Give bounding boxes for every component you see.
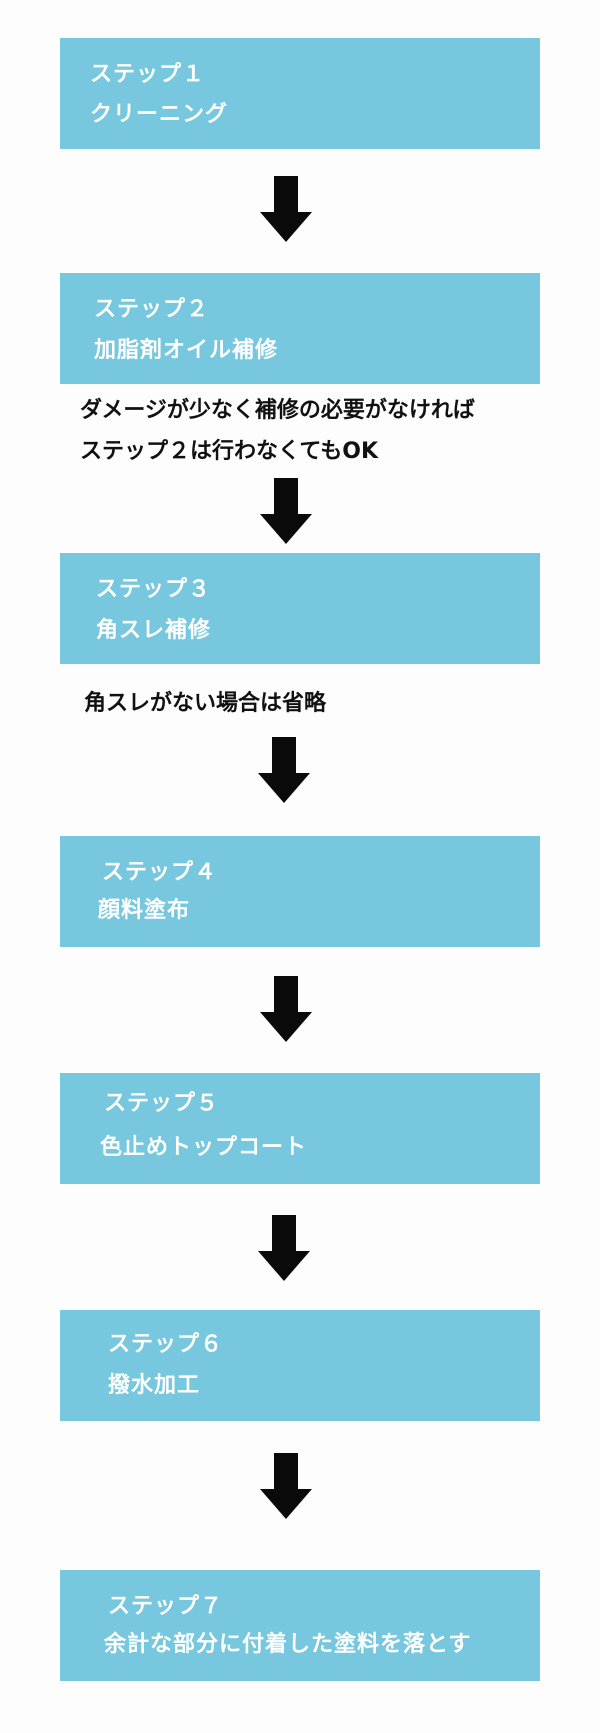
down-arrow-icon bbox=[260, 478, 312, 544]
step-3-box: ステップ３ 角スレ補修 bbox=[60, 553, 540, 664]
down-arrow-icon bbox=[258, 737, 310, 803]
step-6-title: 撥水加工 bbox=[108, 1373, 201, 1398]
step-2-note-line-2: ステップ２は行わなくてもOK bbox=[80, 439, 378, 464]
step-1-title: クリーニング bbox=[90, 102, 229, 127]
step-2-title: 加脂剤オイル補修 bbox=[94, 338, 279, 363]
down-arrow-icon bbox=[260, 976, 312, 1042]
step-1-label: ステップ１ bbox=[90, 62, 206, 87]
step-6-label: ステップ６ bbox=[108, 1332, 224, 1357]
step-3-title: 角スレ補修 bbox=[96, 618, 212, 643]
step-4-box: ステップ４ 顔料塗布 bbox=[60, 836, 540, 947]
step-3-note: 角スレがない場合は省略 bbox=[84, 691, 327, 716]
step-2-note-line-1: ダメージが少なく補修の必要がなければ bbox=[80, 398, 475, 423]
down-arrow-icon bbox=[260, 1453, 312, 1519]
down-arrow-icon bbox=[260, 176, 312, 242]
step-3-label: ステップ３ bbox=[96, 577, 212, 602]
step-7-box: ステップ７ 余計な部分に付着した塗料を落とす bbox=[60, 1570, 540, 1681]
step-7-title: 余計な部分に付着した塗料を落とす bbox=[104, 1632, 472, 1657]
step-2-label: ステップ２ bbox=[94, 297, 210, 322]
down-arrow-icon bbox=[258, 1215, 310, 1281]
step-7-label: ステップ７ bbox=[108, 1594, 224, 1619]
step-4-title: 顔料塗布 bbox=[98, 898, 191, 923]
step-2-box: ステップ２ 加脂剤オイル補修 bbox=[60, 273, 540, 384]
step-4-label: ステップ４ bbox=[102, 860, 218, 885]
step-1-box: ステップ１ クリーニング bbox=[60, 38, 540, 149]
step-5-title: 色止めトップコート bbox=[100, 1135, 308, 1160]
step-5-label: ステップ５ bbox=[104, 1091, 220, 1116]
step-6-box: ステップ６ 撥水加工 bbox=[60, 1310, 540, 1421]
step-5-box: ステップ５ 色止めトップコート bbox=[60, 1073, 540, 1184]
